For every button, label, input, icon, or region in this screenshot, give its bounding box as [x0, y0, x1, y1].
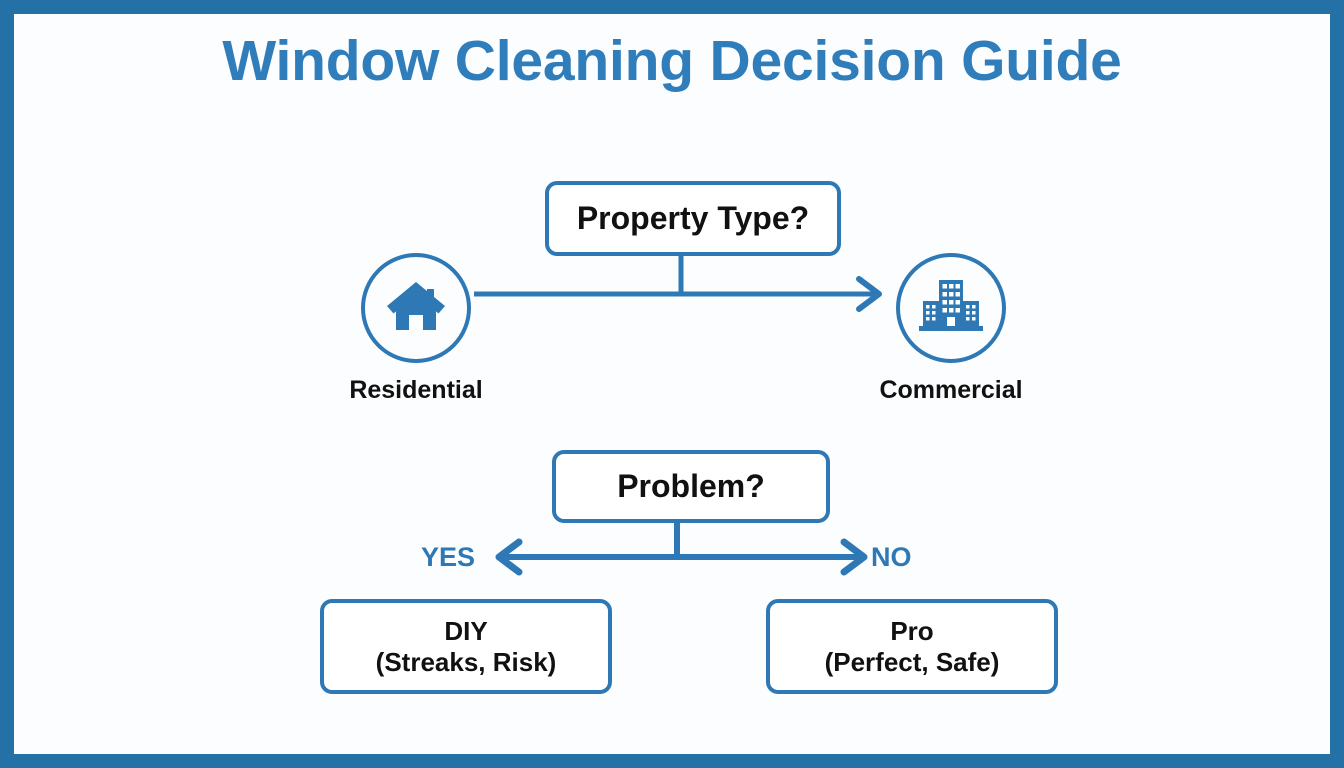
node-diy[interactable]: DIY (Streaks, Risk): [320, 599, 612, 694]
node-diy-line1: DIY: [444, 615, 488, 646]
connector-layer: [474, 256, 882, 576]
node-pro-line2: (Perfect, Safe): [824, 646, 1000, 677]
infographic-inner-panel: Window Cleaning Decision Guide Property …: [14, 14, 1330, 754]
node-commercial-caption: Commercial: [879, 376, 1023, 404]
node-property-type-label: Property Type?: [576, 200, 810, 236]
branch-label-yes: YES: [421, 542, 476, 572]
arrowhead-to-commercial: [856, 276, 882, 312]
node-commercial[interactable]: [896, 253, 1006, 363]
branch-label-no: NO: [871, 542, 912, 572]
node-residential-caption: Residential: [349, 376, 483, 404]
node-residential[interactable]: [361, 253, 471, 363]
node-pro-line1: Pro: [890, 615, 934, 646]
arrowhead-no-right: [840, 538, 868, 576]
node-problem[interactable]: Problem?: [552, 450, 830, 523]
node-pro[interactable]: Pro (Perfect, Safe): [766, 599, 1058, 694]
page-title: Window Cleaning Decision Guide: [222, 29, 1122, 93]
house-icon: [385, 278, 447, 339]
node-problem-label: Problem?: [617, 468, 765, 504]
node-property-type[interactable]: Property Type?: [545, 181, 841, 256]
node-diy-line2: (Streaks, Risk): [375, 646, 557, 677]
arrowhead-yes-left: [495, 538, 523, 576]
office-buildings-icon: [918, 277, 984, 340]
